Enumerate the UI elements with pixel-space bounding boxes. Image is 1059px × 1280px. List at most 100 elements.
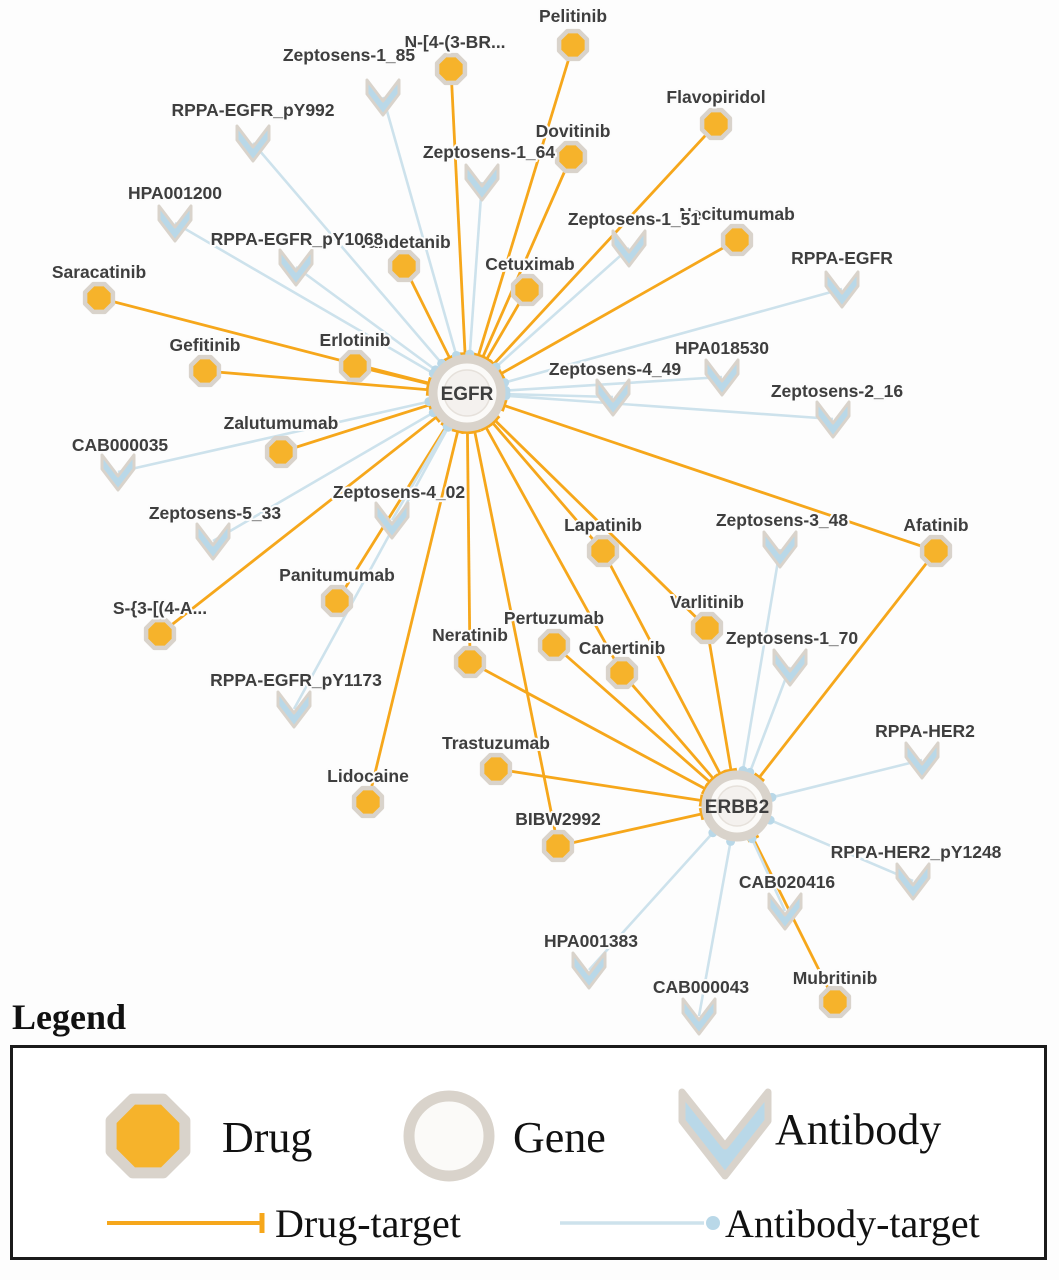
antibody-node-HPA001383[interactable] (571, 951, 607, 990)
antibody-node-RPPA-EGFR_pY1173[interactable] (276, 690, 312, 729)
antibody-node-HPA001200[interactable] (157, 204, 193, 243)
node-label-BIBW2992: BIBW2992 (515, 809, 601, 829)
antibody-chevron-icon (195, 522, 231, 561)
drug-node-Lapatinib[interactable] (586, 534, 620, 568)
node-label-Flavopiridol: Flavopiridol (666, 87, 765, 107)
tee-marker (480, 354, 493, 364)
drug-node-BIBW2992[interactable] (541, 829, 575, 863)
drug-octagon-icon (338, 349, 372, 383)
drug-node-Pelitinib[interactable] (556, 28, 590, 62)
drug-node-Erlotinib[interactable] (338, 349, 372, 383)
antibody-node-RPPA-HER2[interactable] (904, 741, 940, 780)
antibody-chevron-icon (157, 204, 193, 243)
drug-octagon-icon (387, 249, 421, 283)
edge-antibody-target-RPPA-HER2-to-ERBB2 (771, 758, 923, 799)
node-label-Erlotinib: Erlotinib (320, 330, 391, 350)
node-label-CAB000035: CAB000035 (72, 435, 169, 455)
node-label-Zeptosens-2_16: Zeptosens-2_16 (771, 381, 904, 401)
antibody-chevron-icon (571, 951, 607, 990)
gene-node-ERBB2[interactable]: ERBB2 (701, 770, 773, 842)
antibody-node-Zeptosens-4_02[interactable] (374, 501, 410, 540)
node-label-RPPA-HER2_pY1248: RPPA-HER2_pY1248 (831, 842, 1002, 862)
drug-octagon-icon (720, 223, 754, 257)
antibody-chevron-icon (772, 648, 808, 687)
antibody-node-RPPA-EGFR_pY992[interactable] (235, 124, 271, 163)
edge-drug-target-Lapatinib-to-ERBB2 (601, 550, 722, 775)
antibody-chevron-icon (100, 453, 136, 492)
node-label-Neratinib: Neratinib (432, 625, 508, 645)
drug-node-Pertuzumab[interactable] (537, 628, 571, 662)
node-label-Saracatinib: Saracatinib (52, 262, 146, 282)
edge-drug-target-Neratinib-to-EGFR (466, 431, 472, 663)
drug-node-Neratinib[interactable] (453, 645, 487, 679)
node-label-Trastuzumab: Trastuzumab (442, 733, 550, 753)
drug-node-Afatinib[interactable] (919, 534, 953, 568)
edge-antibody-target-Zeptosens-4_02-to-EGFR (390, 425, 449, 521)
drug-node-N-[4-(3-BR...[interactable] (434, 52, 468, 86)
drug-octagon-icon (434, 52, 468, 86)
antibody-node-Zeptosens-1_70[interactable] (772, 648, 808, 687)
antibody-chevron-icon (895, 862, 931, 901)
antibody-node-Zeptosens-4_49[interactable] (595, 378, 631, 417)
antibody-node-Zeptosens-5_33[interactable] (195, 522, 231, 561)
node-label-Zeptosens-1_70: Zeptosens-1_70 (726, 628, 859, 648)
antibody-node-CAB000035[interactable] (100, 453, 136, 492)
drug-node-Varlitinib[interactable] (690, 611, 724, 645)
antibody-node-Zeptosens-2_16[interactable] (815, 400, 851, 439)
drug-node-Vandetanib[interactable] (387, 249, 421, 283)
edge-drug-target-Zalutumumab-to-EGFR (280, 403, 431, 454)
drug-node-Dovitinib[interactable] (554, 140, 588, 174)
edge-drug-target-Saracatinib-to-EGFR (98, 296, 430, 385)
drug-node-Saracatinib[interactable] (82, 281, 116, 315)
antibody-node-RPPA-HER2_pY1248[interactable] (895, 862, 931, 901)
edge-drug-target-Flavopiridol-to-EGFR (492, 123, 718, 366)
antibody-node-CAB000043[interactable] (681, 997, 717, 1036)
tee-marker (753, 772, 765, 783)
node-label-RPPA-EGFR_pY1068: RPPA-EGFR_pY1068 (211, 229, 384, 249)
drug-octagon-icon (818, 985, 852, 1019)
drug-node-Flavopiridol[interactable] (699, 107, 733, 141)
antibody-node-HPA018530[interactable] (704, 358, 740, 397)
edge-drug-target-Pelitinib-to-EGFR (477, 44, 575, 357)
node-label-Lidocaine: Lidocaine (327, 766, 409, 786)
drug-octagon-icon (351, 785, 385, 819)
drug-node-Gefitinib[interactable] (188, 354, 222, 388)
drug-octagon-icon (537, 628, 571, 662)
node-label-Cetuximab: Cetuximab (485, 254, 574, 274)
antibody-node-Zeptosens-1_85[interactable] (365, 78, 401, 117)
gene-label-ERBB2: ERBB2 (705, 797, 769, 818)
node-label-Necitumumab: Necitumumab (679, 204, 795, 224)
drug-octagon-icon (699, 107, 733, 141)
drug-node-Cetuximab[interactable] (510, 273, 544, 307)
antibody-node-RPPA-EGFR_pY1068[interactable] (278, 248, 314, 287)
drug-node-Necitumumab[interactable] (720, 223, 754, 257)
drug-node-Lidocaine[interactable] (351, 785, 385, 819)
gene-inner-circle (716, 785, 758, 827)
drug-node-Zalutumumab[interactable] (264, 435, 298, 469)
drug-node-S-{3-[(4-A...[interactable] (143, 617, 177, 651)
antibody-node-Zeptosens-1_64[interactable] (464, 163, 500, 202)
drug-node-Trastuzumab[interactable] (479, 752, 513, 786)
antibody-node-CAB020416[interactable] (767, 892, 803, 931)
edge-antibody-target-Zeptosens-3_48-to-ERBB2 (741, 548, 782, 771)
antibody-chevron-icon (824, 270, 860, 309)
legend-antibody-target-label: Antibody-target (725, 1201, 980, 1246)
drug-node-Canertinib[interactable] (605, 656, 639, 690)
antibody-chevron-icon (611, 229, 647, 268)
node-label-Vandetanib: Vandetanib (357, 232, 450, 252)
antibody-node-RPPA-EGFR[interactable] (824, 270, 860, 309)
drug-legend-icon (105, 1093, 191, 1179)
edge-drug-target-Pertuzumab-to-ERBB2 (553, 643, 711, 784)
antibody-chevron-icon (374, 501, 410, 540)
antibody-node-Zeptosens-1_51[interactable] (611, 229, 647, 268)
edge-drug-target-Panitumumab-to-EGFR (335, 425, 448, 602)
drug-node-Mubritinib[interactable] (818, 985, 852, 1019)
drug-node-Panitumumab[interactable] (320, 584, 354, 618)
gene-node-EGFR[interactable]: EGFR (428, 354, 506, 432)
antibody-chevron-icon (704, 358, 740, 397)
legend-title: Legend (12, 997, 127, 1037)
antibody-node-Zeptosens-3_48[interactable] (762, 530, 798, 569)
tee-marker (468, 428, 481, 435)
drug-octagon-icon (320, 584, 354, 618)
drug-octagon-icon (605, 656, 639, 690)
